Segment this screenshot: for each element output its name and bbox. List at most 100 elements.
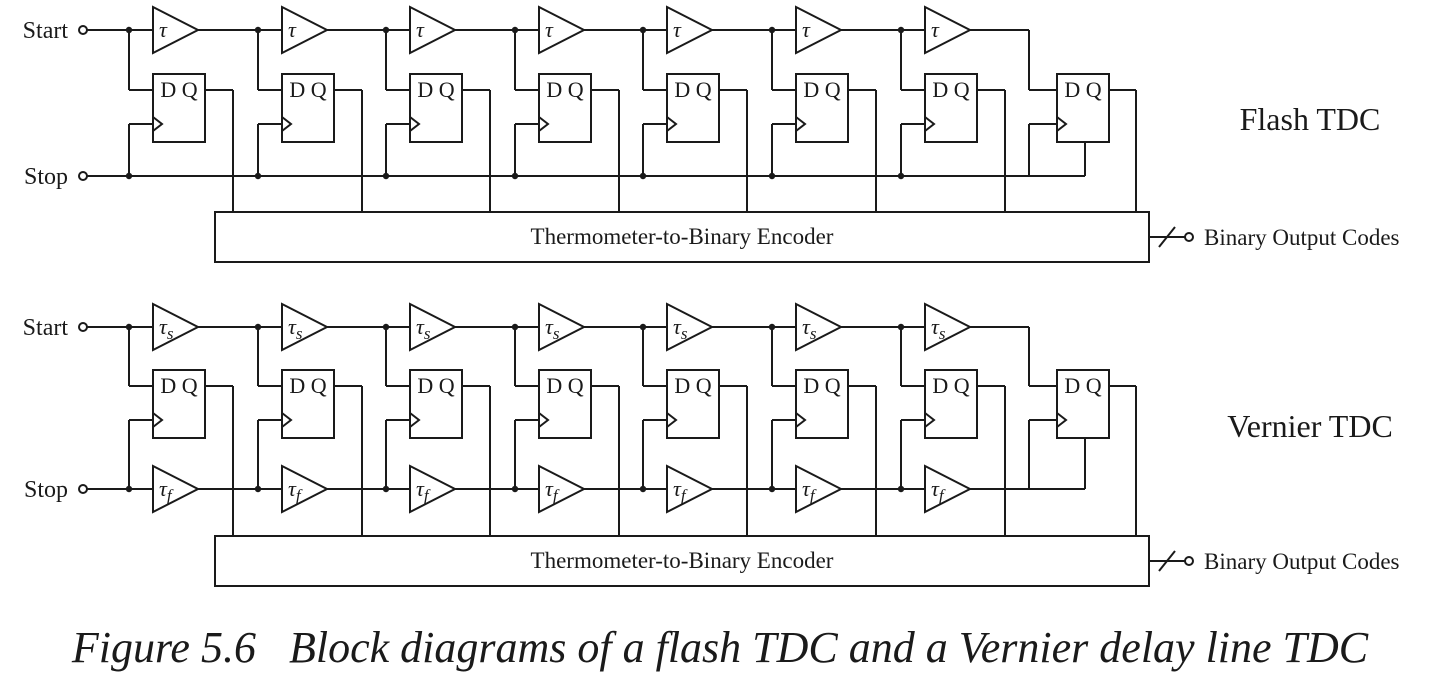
terminal-circle (1184, 232, 1194, 242)
d-flipflop-label: D Q (1064, 373, 1101, 398)
start-delay-buffer-label: τ (545, 17, 554, 42)
vernier-output-label: Binary Output Codes (1204, 549, 1400, 574)
terminal-circle (78, 322, 88, 332)
clock-input-symbol (795, 412, 807, 428)
d-flipflop-label: D Q (417, 77, 454, 102)
terminal-circle (78, 25, 88, 35)
d-flipflop-label: D Q (417, 373, 454, 398)
clock-input-symbol (409, 412, 421, 428)
junction-dot (125, 485, 133, 493)
stop-delay-buffer-label: τf (931, 476, 946, 505)
vernier-encoder-label: Thermometer-to-Binary Encoder (531, 548, 834, 573)
stop-delay-buffer-label: τf (545, 476, 560, 505)
stop-delay-buffer (409, 464, 458, 514)
start-delay-buffer (924, 302, 973, 352)
start-delay-buffer-label: τs (931, 314, 946, 343)
terminal-circle (78, 171, 88, 181)
start-delay-buffer (152, 5, 201, 55)
d-flipflop (152, 369, 206, 439)
stop-delay-buffer (924, 464, 973, 514)
flash-output-label: Binary Output Codes (1204, 225, 1400, 250)
d-flipflop-label: D Q (289, 77, 326, 102)
d-flipflop (538, 73, 592, 143)
stop-delay-buffer-label: τf (416, 476, 431, 505)
d-flipflop-label: D Q (932, 77, 969, 102)
start-delay-buffer (281, 302, 330, 352)
clock-input-symbol (152, 412, 164, 428)
start-delay-buffer-label: τ (416, 17, 425, 42)
tdc-block-diagrams: Start Stop Flash TDC Thermometer-to-Bina… (23, 5, 1400, 587)
d-flipflop-label: D Q (1064, 77, 1101, 102)
junction-dot (254, 485, 262, 493)
clock-input-symbol (538, 412, 550, 428)
flash-title: Flash TDC (1240, 101, 1381, 137)
flash-start-label: Start (23, 18, 69, 44)
d-flipflop (924, 73, 978, 143)
junction-dot (897, 172, 905, 180)
start-delay-buffer-label: τ (802, 17, 811, 42)
vernier-start-label: Start (23, 315, 69, 341)
d-flipflop-label: D Q (546, 77, 583, 102)
flash-stop-label: Stop (24, 164, 68, 190)
stop-delay-buffer (538, 464, 587, 514)
start-delay-buffer-label: τ (159, 17, 168, 42)
d-flipflop (1056, 369, 1110, 439)
junction-dot (125, 172, 133, 180)
stop-delay-buffer (795, 464, 844, 514)
start-delay-buffer (409, 302, 458, 352)
clock-input-symbol (409, 116, 421, 132)
d-flipflop (666, 73, 720, 143)
junction-dot (639, 172, 647, 180)
d-flipflop (795, 369, 849, 439)
d-flipflop (538, 369, 592, 439)
d-flipflop (666, 369, 720, 439)
d-flipflop-label: D Q (932, 373, 969, 398)
start-delay-buffer (152, 302, 201, 352)
d-flipflop (152, 73, 206, 143)
junction-dot (768, 172, 776, 180)
d-flipflop-label: D Q (546, 373, 583, 398)
start-delay-buffer (666, 302, 715, 352)
flash-encoder-block (214, 211, 1150, 263)
figure-caption: Figure 5.6 Block diagrams of a flash TDC… (71, 623, 1369, 672)
d-flipflop (409, 73, 463, 143)
bus-slash (1158, 550, 1176, 572)
start-delay-buffer (795, 5, 844, 55)
stop-delay-buffer-label: τf (288, 476, 303, 505)
junction-dot (382, 485, 390, 493)
clock-input-symbol (795, 116, 807, 132)
clock-input-symbol (924, 116, 936, 132)
stop-delay-buffer-label: τf (159, 476, 174, 505)
stop-delay-buffer (666, 464, 715, 514)
vernier-title: Vernier TDC (1227, 408, 1393, 444)
clock-input-symbol (538, 116, 550, 132)
terminal-circle (1184, 556, 1194, 566)
start-delay-buffer-label: τ (931, 17, 940, 42)
clock-input-symbol (666, 412, 678, 428)
junction-dot (511, 172, 519, 180)
clock-input-symbol (1056, 412, 1068, 428)
d-flipflop (1056, 73, 1110, 143)
d-flipflop-label: D Q (674, 373, 711, 398)
stop-delay-buffer (152, 464, 201, 514)
d-flipflop-label: D Q (160, 77, 197, 102)
bus-slash (1158, 226, 1176, 248)
terminal-circle (78, 484, 88, 494)
start-delay-buffer (538, 5, 587, 55)
junction-dot (254, 172, 262, 180)
junction-dot (382, 172, 390, 180)
start-delay-buffer (281, 5, 330, 55)
start-delay-buffer (666, 5, 715, 55)
start-delay-buffer (924, 5, 973, 55)
start-delay-buffer (538, 302, 587, 352)
d-flipflop (924, 369, 978, 439)
flash-encoder-label: Thermometer-to-Binary Encoder (531, 224, 834, 249)
d-flipflop (281, 369, 335, 439)
vernier-stop-label: Stop (24, 477, 68, 503)
start-delay-buffer-label: τs (545, 314, 560, 343)
start-delay-buffer-label: τ (288, 17, 297, 42)
stop-delay-buffer-label: τf (802, 476, 817, 505)
junction-dot (897, 485, 905, 493)
d-flipflop (409, 369, 463, 439)
d-flipflop-label: D Q (674, 77, 711, 102)
